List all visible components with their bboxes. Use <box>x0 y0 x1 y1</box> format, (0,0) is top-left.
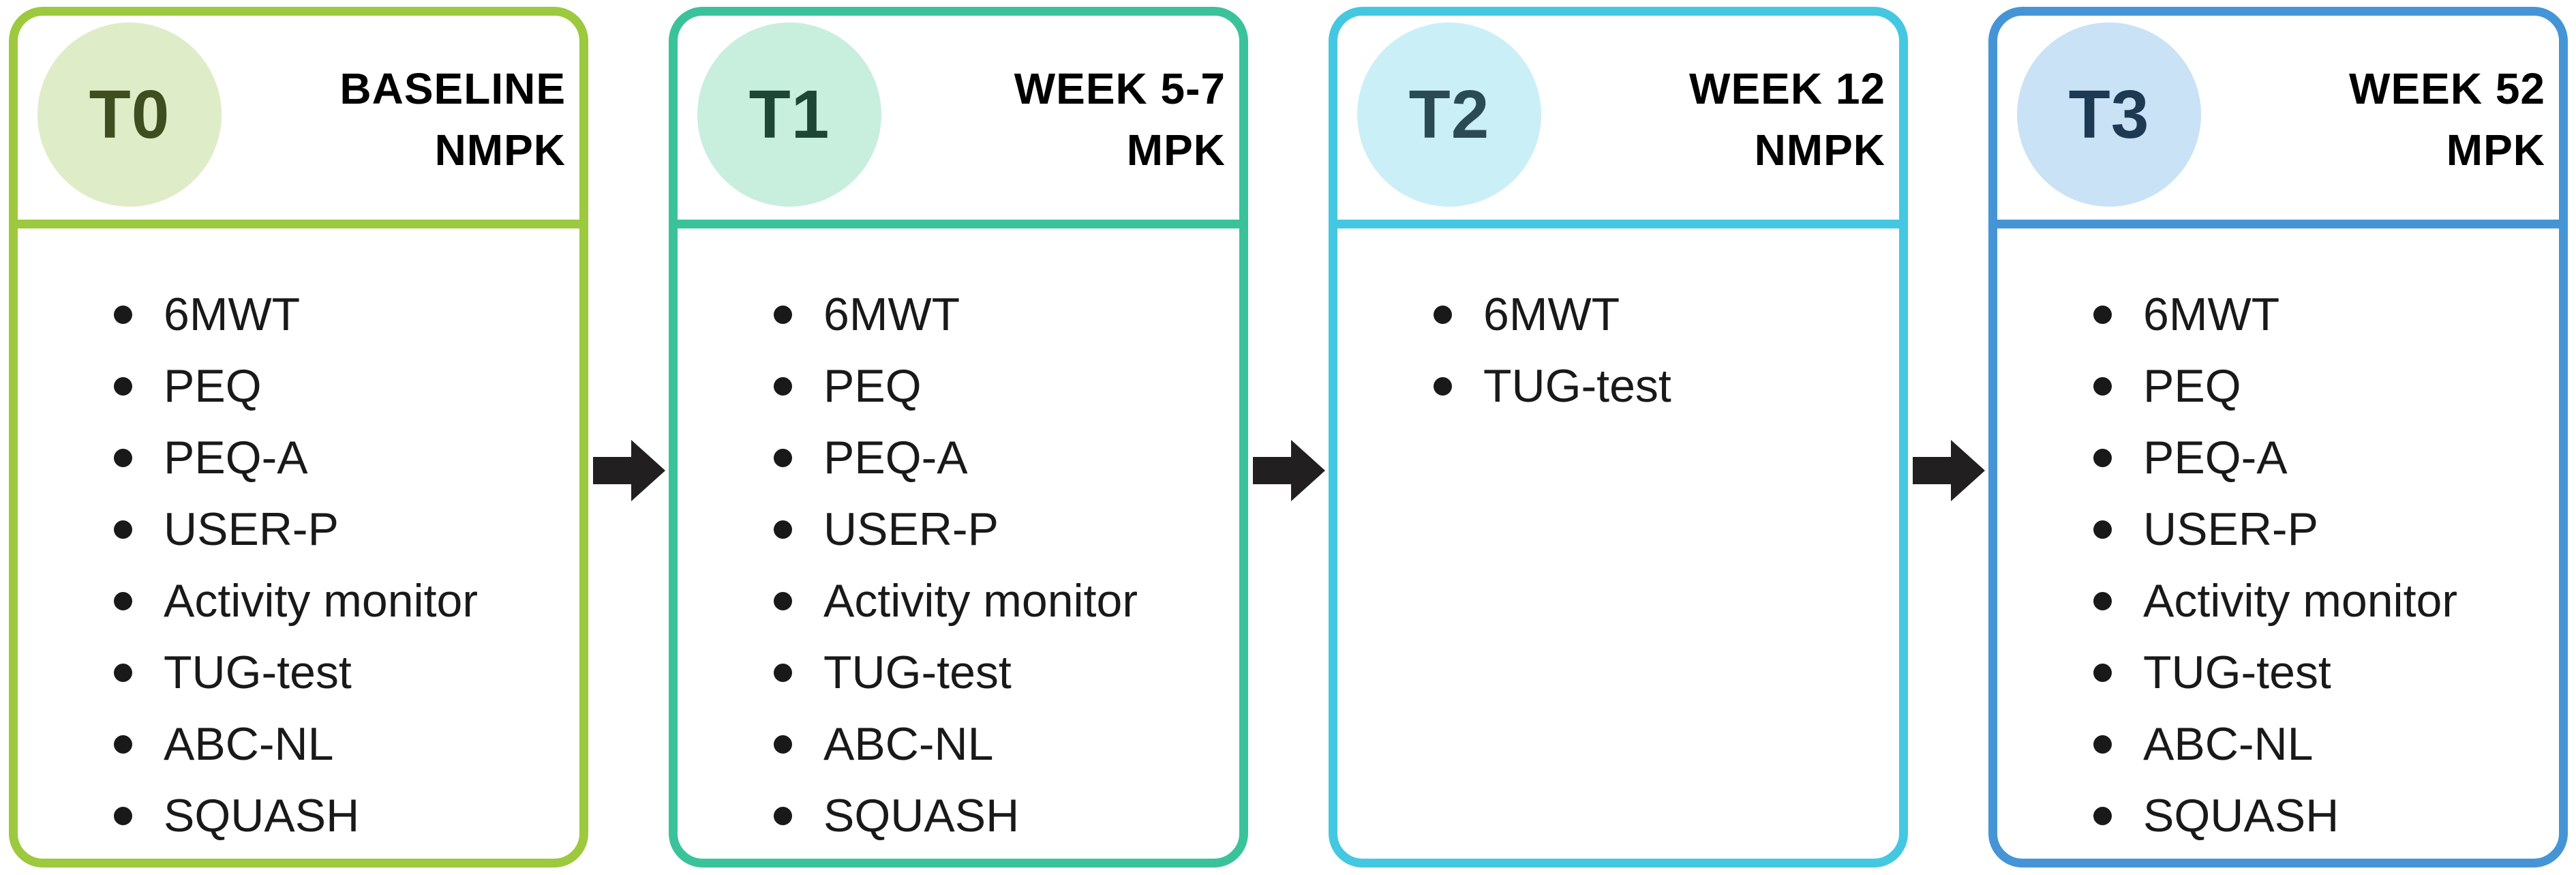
assessment-item: USER-P <box>1997 494 2559 565</box>
assessment-list-t1: 6MWT PEQ PEQ-A USER-P Activity monitor T… <box>678 279 1239 852</box>
assessment-item: 6MWT <box>1997 279 2559 351</box>
card-t1: T1 WEEK 5-7 MPK 6MWT PEQ PEQ-A USER-P Ac… <box>669 7 1248 867</box>
timepoint-badge-t1: T1 <box>697 23 881 207</box>
assessment-list-t0: 6MWT PEQ PEQ-A USER-P Activity monitor T… <box>18 279 579 852</box>
assessment-item: Activity monitor <box>18 565 579 637</box>
timepoint-label-t0: T0 <box>89 76 170 153</box>
assessment-item: 6MWT <box>18 279 579 351</box>
visit-title-t1: WEEK 5-7 MPK <box>1014 58 1226 181</box>
header-divider <box>18 220 579 228</box>
assessment-item: PEQ <box>18 351 579 422</box>
visit-title-t2-line2: NMPK <box>1754 125 1885 175</box>
assessment-item: Activity monitor <box>678 565 1239 637</box>
header-divider <box>1997 220 2559 228</box>
timepoint-badge-t2: T2 <box>1357 23 1541 207</box>
assessment-item: 6MWT <box>1337 279 1899 351</box>
assessment-list-t3: 6MWT PEQ PEQ-A USER-P Activity monitor T… <box>1997 279 2559 852</box>
assessment-list-t2: 6MWT TUG-test <box>1337 279 1899 422</box>
assessment-item: USER-P <box>18 494 579 565</box>
card-t0: T0 BASELINE NMPK 6MWT PEQ PEQ-A USER-P A… <box>9 7 588 867</box>
assessment-item: TUG-test <box>1337 351 1899 422</box>
visit-title-t0-line1: BASELINE <box>339 64 566 113</box>
header-divider <box>1337 220 1899 228</box>
visit-title-t1-line2: MPK <box>1126 125 1226 175</box>
card-t2-header: T2 WEEK 12 NMPK <box>1337 16 1899 220</box>
assessment-item: TUG-test <box>18 637 579 709</box>
card-t3-header: T3 WEEK 52 MPK <box>1997 16 2559 220</box>
timepoint-label-t1: T1 <box>748 76 830 153</box>
assessment-item: SQUASH <box>1997 780 2559 852</box>
assessment-item: ABC-NL <box>18 709 579 780</box>
visit-title-t3-line1: WEEK 52 <box>2349 64 2545 113</box>
timepoint-badge-t3: T3 <box>2017 23 2201 207</box>
card-t2: T2 WEEK 12 NMPK 6MWT TUG-test <box>1329 7 1908 867</box>
assessment-item: SQUASH <box>678 780 1239 852</box>
assessment-item: USER-P <box>678 494 1239 565</box>
card-t0-header: T0 BASELINE NMPK <box>18 16 579 220</box>
arrow-right-icon <box>1913 440 1985 501</box>
card-t3: T3 WEEK 52 MPK 6MWT PEQ PEQ-A USER-P Act… <box>1988 7 2568 867</box>
visit-title-t1-line1: WEEK 5-7 <box>1014 64 1226 113</box>
assessment-item: TUG-test <box>1997 637 2559 709</box>
assessment-item: PEQ <box>1997 351 2559 422</box>
header-divider <box>678 220 1239 228</box>
timepoint-badge-t0: T0 <box>37 23 222 207</box>
visit-title-t2-line1: WEEK 12 <box>1689 64 1885 113</box>
assessment-item: ABC-NL <box>678 709 1239 780</box>
assessment-item: ABC-NL <box>1997 709 2559 780</box>
assessment-item: PEQ-A <box>678 422 1239 494</box>
assessment-item: PEQ <box>678 351 1239 422</box>
arrow-right-icon <box>1253 440 1325 501</box>
assessment-item: Activity monitor <box>1997 565 2559 637</box>
visit-title-t3: WEEK 52 MPK <box>2349 58 2545 181</box>
assessment-item: TUG-test <box>678 637 1239 709</box>
timepoint-label-t3: T3 <box>2068 76 2150 153</box>
assessment-item: 6MWT <box>678 279 1239 351</box>
assessment-item: PEQ-A <box>1997 422 2559 494</box>
timepoint-label-t2: T2 <box>1408 76 1490 153</box>
visit-title-t3-line2: MPK <box>2446 125 2545 175</box>
arrow-right-icon <box>593 440 665 501</box>
assessment-item: PEQ-A <box>18 422 579 494</box>
card-t1-header: T1 WEEK 5-7 MPK <box>678 16 1239 220</box>
visit-title-t0-line2: NMPK <box>434 125 566 175</box>
visit-title-t0: BASELINE NMPK <box>339 58 566 181</box>
visit-title-t2: WEEK 12 NMPK <box>1689 58 1885 181</box>
assessment-item: SQUASH <box>18 780 579 852</box>
